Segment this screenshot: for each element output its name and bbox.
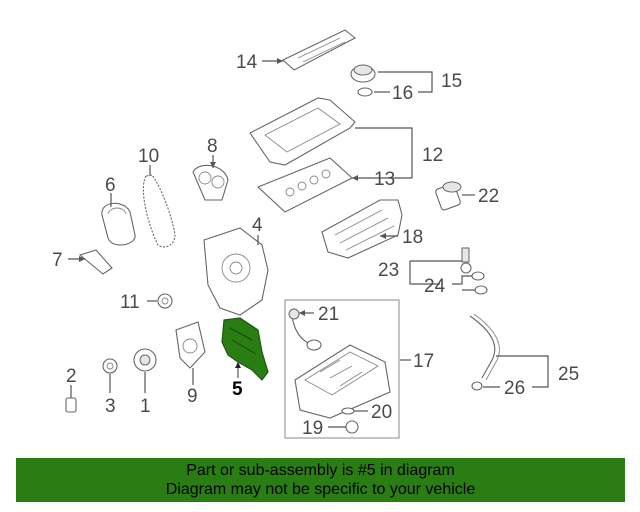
callout-11: 11 xyxy=(120,292,140,313)
callout-1: 1 xyxy=(140,396,151,417)
callout-26: 26 xyxy=(504,378,525,399)
part-seal xyxy=(147,293,173,309)
callout-18: 18 xyxy=(402,227,423,248)
part-chain-guide xyxy=(192,155,229,201)
part-oil-pan-box xyxy=(284,299,411,439)
part-washer xyxy=(102,358,118,393)
callout-20: 20 xyxy=(371,402,392,423)
banner-line-1: Part or sub-assembly is #5 in diagram xyxy=(186,462,455,479)
part-timing-chain xyxy=(142,165,176,248)
callout-4: 4 xyxy=(252,215,263,236)
callout-21: 21 xyxy=(318,304,339,325)
callout-17: 17 xyxy=(413,351,434,372)
part-oil-filler-cap xyxy=(350,64,433,97)
callout-22: 22 xyxy=(478,186,499,207)
part-timing-cover xyxy=(203,227,269,316)
part-bolt xyxy=(65,385,77,413)
part-oil-pressure-sensor xyxy=(409,247,488,295)
callout-16: 16 xyxy=(392,83,413,104)
callout-10: 10 xyxy=(138,146,159,167)
part-crank-sprocket xyxy=(133,348,157,393)
callout-15: 15 xyxy=(441,71,462,92)
part-seal-carrier xyxy=(175,321,206,385)
callout-7: 7 xyxy=(52,250,63,271)
callout-24: 24 xyxy=(424,276,446,297)
part-valve-cover-gasket xyxy=(256,157,412,213)
callout-3: 3 xyxy=(105,396,116,417)
part-sprocket-cover xyxy=(101,193,136,246)
banner-line-2: Diagram may not be specific to your vehi… xyxy=(165,481,476,498)
callout-23: 23 xyxy=(378,260,399,281)
part-valve-cover xyxy=(249,97,413,178)
callout-labels: 1 2 3 4 5 6 7 8 9 10 11 12 13 14 15 16 1… xyxy=(52,52,579,439)
callout-5: 5 xyxy=(232,379,243,400)
part-engine-cover xyxy=(262,29,357,71)
callout-14: 14 xyxy=(236,52,258,73)
callout-9: 9 xyxy=(187,386,198,407)
callout-8: 8 xyxy=(207,136,218,157)
part-oil-filter xyxy=(435,181,475,211)
callout-25: 25 xyxy=(558,364,579,385)
part-tensioner-rail xyxy=(68,249,113,275)
callout-6: 6 xyxy=(105,175,116,196)
part-5-highlighted xyxy=(221,317,269,381)
callout-2: 2 xyxy=(66,366,77,387)
part-intake-manifold xyxy=(321,199,403,259)
callout-19: 19 xyxy=(302,418,323,439)
engine-parts-diagram: 1 2 3 4 5 6 7 8 9 10 11 12 13 14 15 16 1… xyxy=(52,29,579,439)
info-banner: Part or sub-assembly is #5 in diagram Di… xyxy=(16,458,625,502)
callout-13: 13 xyxy=(374,169,395,190)
callout-12: 12 xyxy=(422,145,443,166)
part-dipstick xyxy=(469,313,549,391)
